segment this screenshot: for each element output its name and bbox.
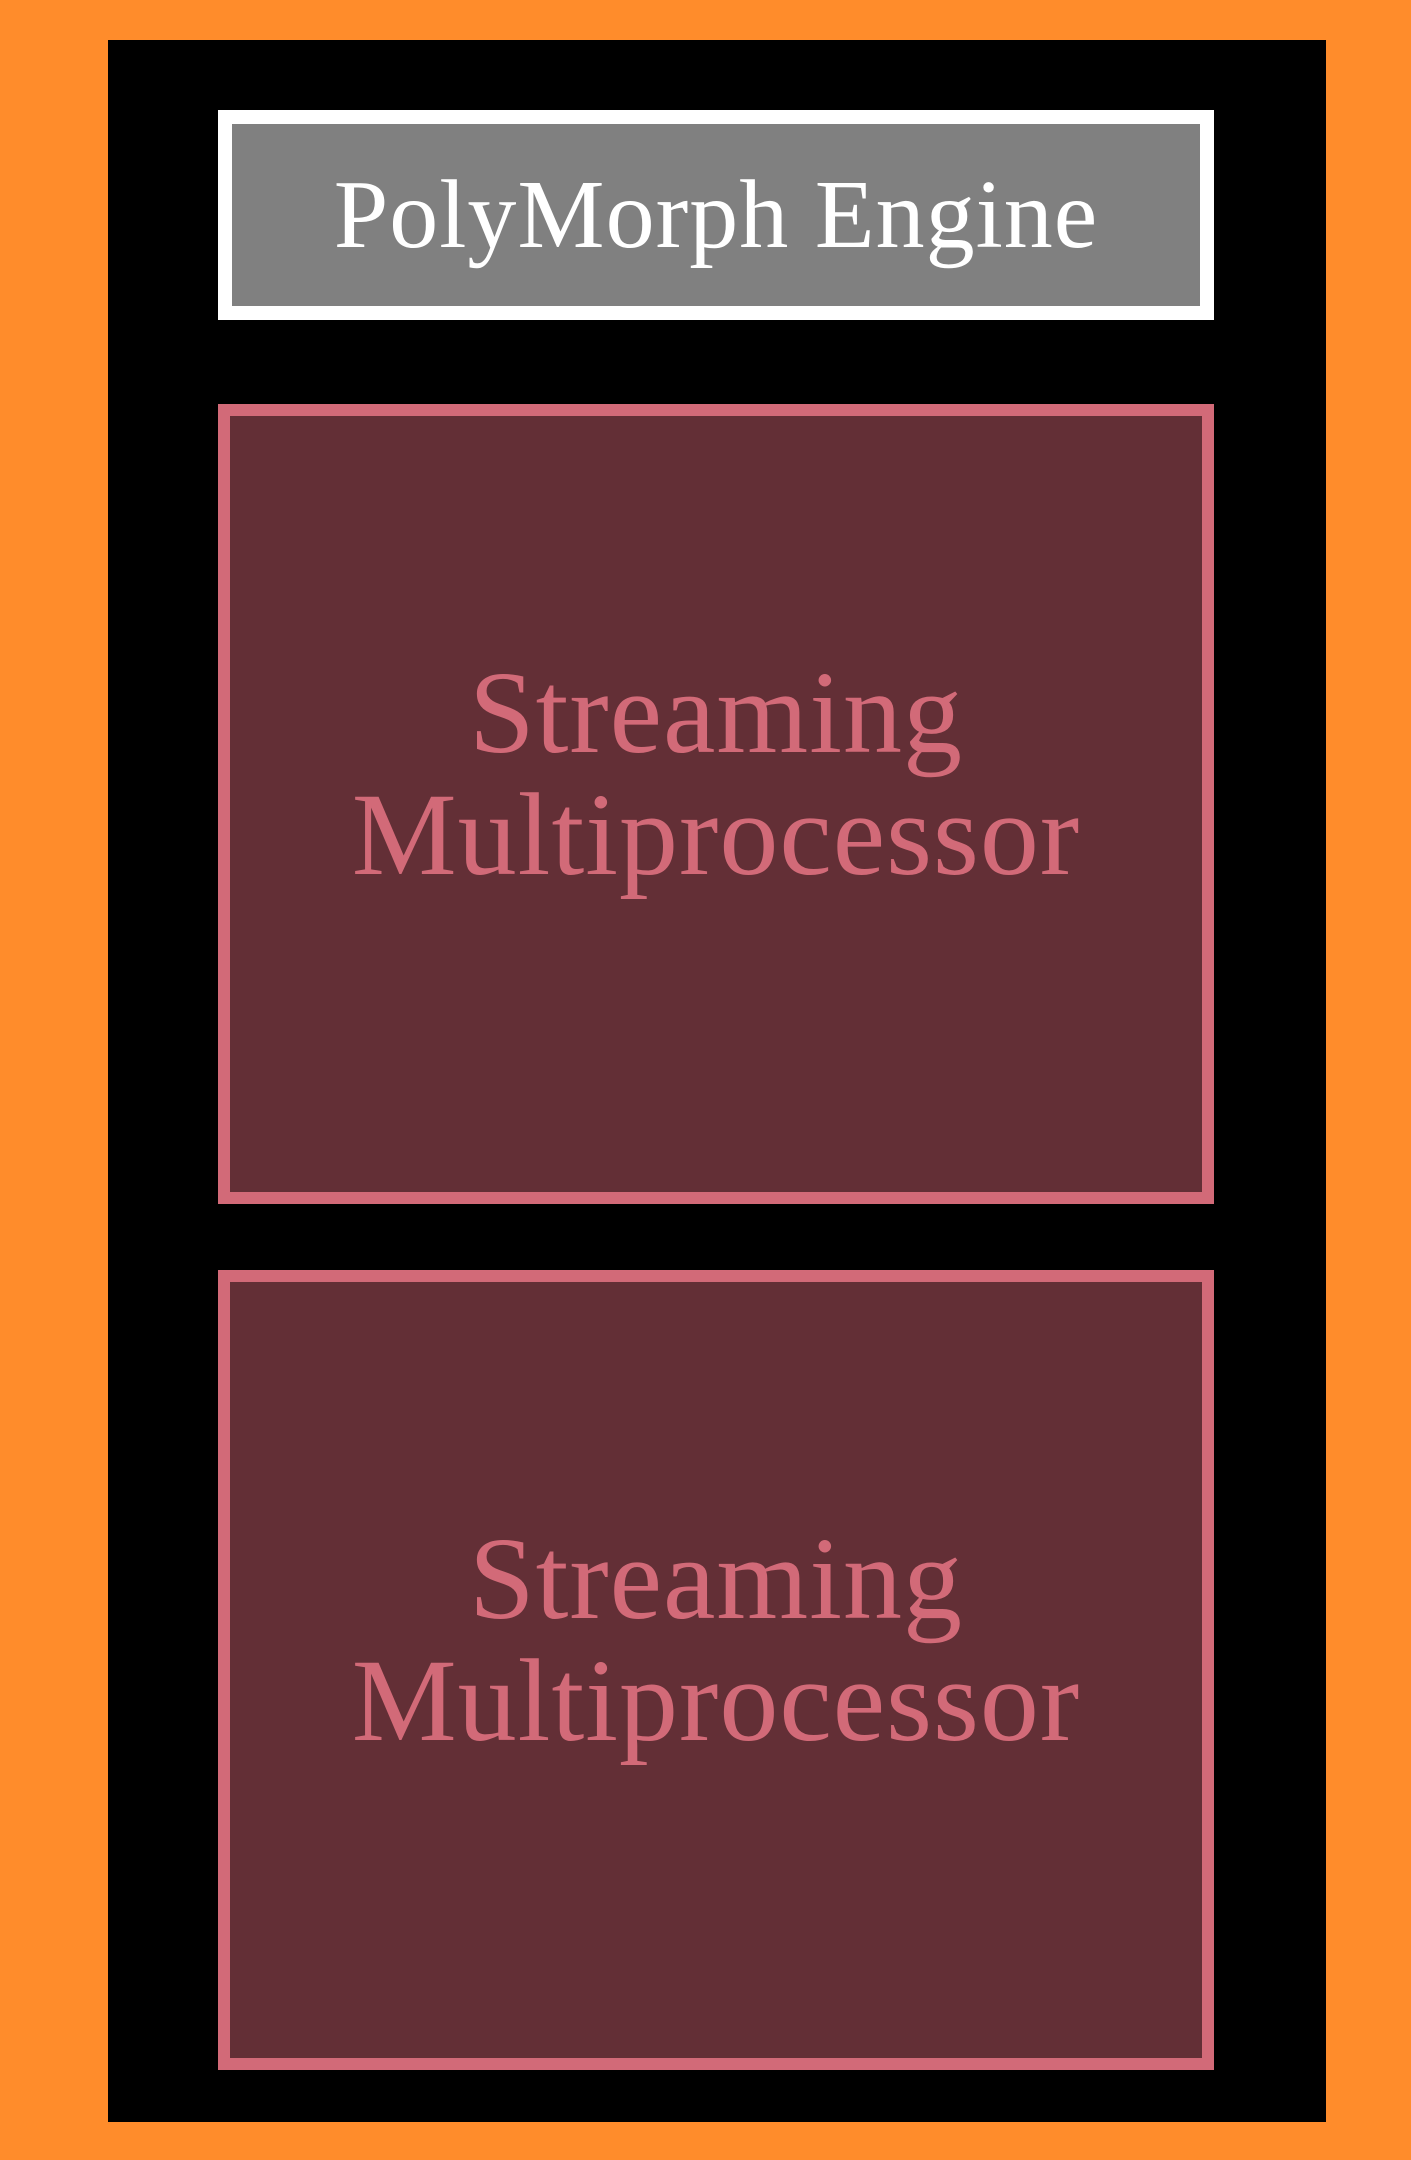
polymorph-engine-box: PolyMorph Engine: [218, 110, 1214, 320]
sm-label-line-2: Multiprocessor: [351, 1635, 1081, 1766]
sm-label-line-1: Streaming: [468, 647, 963, 779]
sm-label-line-1: Streaming: [468, 1513, 963, 1645]
sm-label-line-2: Multiprocessor: [351, 769, 1081, 900]
polymorph-engine-label: PolyMorph Engine: [333, 161, 1099, 269]
